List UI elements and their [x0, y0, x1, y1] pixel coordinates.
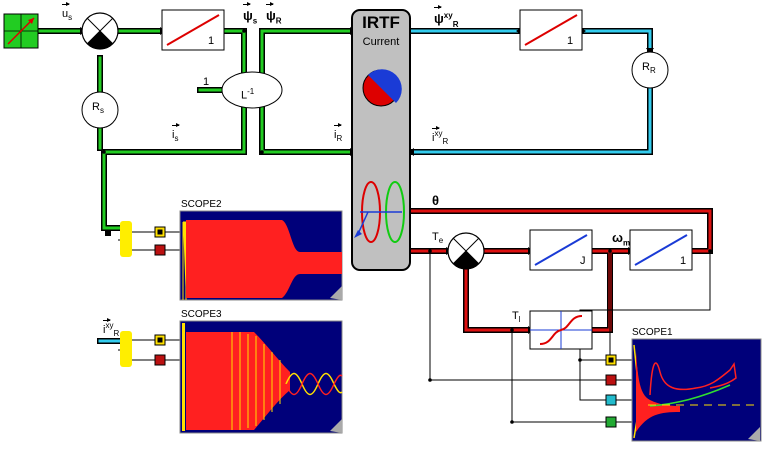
electric-torque-label: Te: [432, 232, 443, 246]
rr-label: RR: [642, 62, 656, 76]
omega-subscript: m: [622, 238, 631, 248]
psi-rxy-symbol: ψ: [434, 11, 444, 27]
is-symbol: i: [172, 129, 175, 141]
scope3-title: SCOPE3: [181, 309, 222, 320]
gain-top-right-value: 1: [567, 35, 574, 47]
scope3-input-label: ixyR: [103, 320, 119, 339]
step-source-icon[interactable]: [3, 13, 39, 49]
irxy-subscript: R: [442, 136, 449, 146]
irtf-block[interactable]: [351, 9, 411, 271]
ir-symbol: i: [334, 129, 337, 141]
us-subscript: s: [68, 13, 73, 23]
psi-r-symbol: ψ: [266, 8, 276, 23]
rotor-wires: [97, 28, 653, 344]
scope2-display[interactable]: [179, 210, 343, 301]
te-symbol: T: [432, 231, 439, 243]
scope2-input-connector[interactable]: [120, 221, 166, 257]
summing-junction-icon[interactable]: [81, 12, 119, 50]
scope1-signal-wires: [429, 251, 711, 423]
psi-s-symbol: ψ: [243, 8, 253, 23]
rs-symbol: R: [92, 101, 100, 113]
gain-top-left-value: 1: [208, 35, 215, 47]
irtf-title: IRTF: [362, 13, 400, 32]
position-integrator-gain: 1: [680, 255, 687, 267]
rotor-flux-label: ψR: [266, 8, 282, 27]
tl-symbol: T: [512, 310, 519, 322]
position-integrator-block[interactable]: [629, 229, 693, 271]
rs-label: Rs: [92, 102, 104, 116]
omega-symbol: ω: [612, 230, 623, 245]
stator-current-label: is: [172, 130, 178, 144]
ir-subscript: R: [336, 134, 343, 144]
linv-superscript: -1: [247, 87, 255, 96]
irxy-superscript: xy: [434, 129, 443, 138]
psi-rxy-superscript: xy: [443, 11, 453, 20]
torque-summing-junction-icon[interactable]: [447, 232, 485, 270]
scope3-display[interactable]: [179, 320, 343, 434]
irxy-symbol: i: [432, 131, 435, 144]
load-torque-label: Tl: [512, 311, 521, 325]
stator-flux-label: ψs: [243, 8, 258, 27]
inverse-inductance-label: L-1: [241, 86, 254, 102]
rr-subscript: R: [649, 66, 656, 76]
rotor-current-xy-label: ixyR: [432, 128, 448, 147]
rotor-flux-xy-label: ψxyR: [434, 10, 458, 30]
scope1-display[interactable]: [631, 338, 762, 442]
us-symbol: u: [62, 8, 69, 20]
rs-subscript: s: [99, 106, 104, 116]
rr-symbol: R: [642, 61, 650, 73]
psi-r-subscript: R: [275, 16, 282, 26]
load-torque-icon[interactable]: [529, 310, 593, 350]
tl-subscript: l: [518, 315, 521, 325]
psi-s-subscript: s: [252, 16, 258, 26]
scope1-input-connector[interactable]: [102, 29, 712, 428]
inertia-label: J: [580, 255, 586, 267]
inverse-inductance-block[interactable]: [221, 71, 283, 109]
rotor-angle-label: θ: [432, 193, 440, 208]
inertia-integrator-block[interactable]: [529, 229, 593, 271]
rotor-resistance-block[interactable]: [631, 51, 669, 89]
scope2-title: SCOPE2: [181, 199, 222, 210]
scope3-input-subscript: R: [113, 328, 120, 338]
irtf-subtitle: Current: [362, 36, 400, 48]
linv-symbol: L: [241, 89, 248, 102]
linv-input-one: 1: [203, 76, 210, 88]
psi-rxy-subscript: R: [452, 19, 459, 29]
stator-resistance-block[interactable]: [81, 91, 119, 129]
rotor-speed-label: ωm: [612, 230, 631, 249]
te-subscript: e: [438, 236, 444, 246]
scope3-input-connector[interactable]: [120, 331, 166, 367]
scope3-input-superscript: xy: [105, 321, 114, 330]
stator-voltage-label: us: [62, 9, 72, 23]
gain-block-top-left[interactable]: [161, 9, 225, 51]
scope1-title: SCOPE1: [632, 327, 673, 338]
rotor-current-label: iR: [334, 130, 342, 144]
scope3-input-symbol: i: [103, 323, 106, 336]
gain-block-top-right[interactable]: [519, 9, 583, 51]
is-subscript: s: [174, 134, 179, 144]
